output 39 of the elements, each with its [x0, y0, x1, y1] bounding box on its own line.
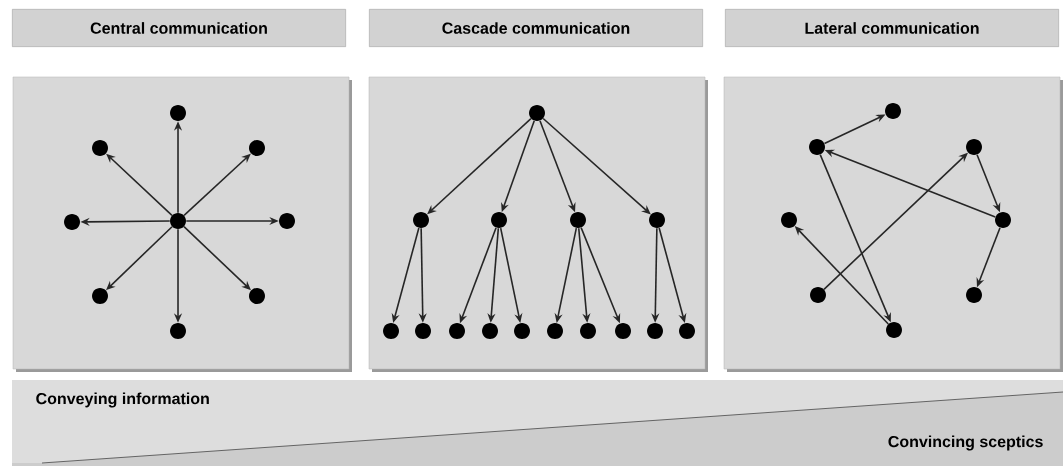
dot	[580, 323, 596, 339]
dot	[92, 288, 108, 304]
dot	[547, 323, 563, 339]
dot	[886, 322, 902, 338]
dot	[679, 323, 695, 339]
dot	[966, 139, 982, 155]
panel	[12, 76, 352, 372]
dot	[449, 323, 465, 339]
dot	[413, 212, 429, 228]
dot	[647, 323, 663, 339]
dot	[570, 212, 586, 228]
dot	[170, 105, 186, 121]
dot	[92, 140, 108, 156]
dot	[415, 323, 431, 339]
header-box: Central communication	[12, 9, 346, 47]
dot	[249, 288, 265, 304]
dot	[966, 287, 982, 303]
dot	[809, 139, 825, 155]
dot	[170, 213, 186, 229]
dot	[529, 105, 545, 121]
dot	[249, 140, 265, 156]
panel	[368, 76, 708, 372]
panel	[723, 76, 1063, 372]
dot	[170, 323, 186, 339]
dot	[491, 212, 507, 228]
dot	[781, 212, 797, 228]
header-box: Lateral communication	[725, 9, 1059, 47]
dot	[383, 323, 399, 339]
dot	[482, 323, 498, 339]
dot	[615, 323, 631, 339]
band: Conveying information Convincing sceptics	[12, 380, 1063, 466]
dot	[514, 323, 530, 339]
dot	[649, 212, 665, 228]
dot	[885, 103, 901, 119]
dot	[995, 212, 1011, 228]
dot	[810, 287, 826, 303]
dot	[279, 213, 295, 229]
dot	[64, 214, 80, 230]
header-box: Cascade communication	[369, 9, 703, 47]
